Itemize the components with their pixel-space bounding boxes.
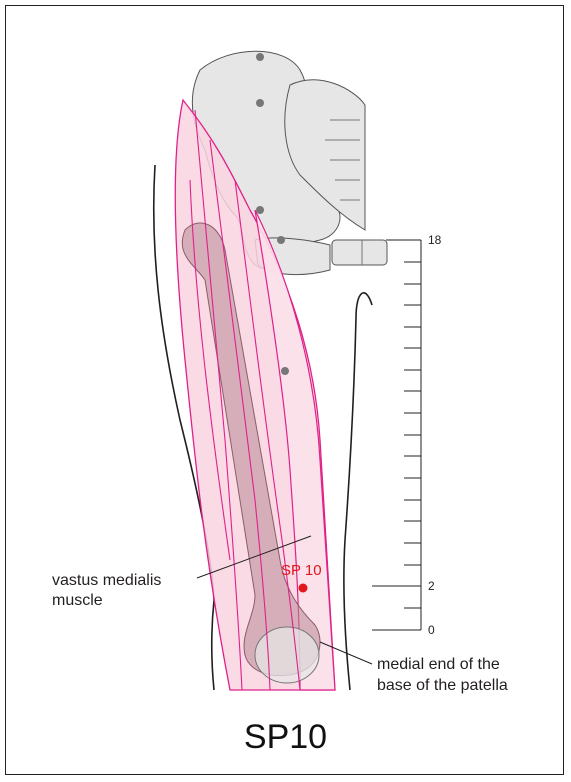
measurement-scale <box>372 240 421 630</box>
patella-bone <box>255 627 319 683</box>
scale-label-top: 18 <box>428 233 441 247</box>
sp10-point-label: SP 10 <box>281 562 322 579</box>
scale-label-bottom: 0 <box>428 623 435 637</box>
patella-label-line2: base of the patella <box>377 676 508 695</box>
sp10-point-marker <box>299 584 308 593</box>
figure-caption: SP10 <box>0 718 571 757</box>
muscle-label-line1: vastus medialis <box>52 571 161 590</box>
patella-label-line1: medial end of the <box>377 655 500 674</box>
leg-inner-outline <box>344 293 372 690</box>
scale-label-mark: 2 <box>428 579 435 593</box>
muscle-label-line2: muscle <box>52 591 103 610</box>
